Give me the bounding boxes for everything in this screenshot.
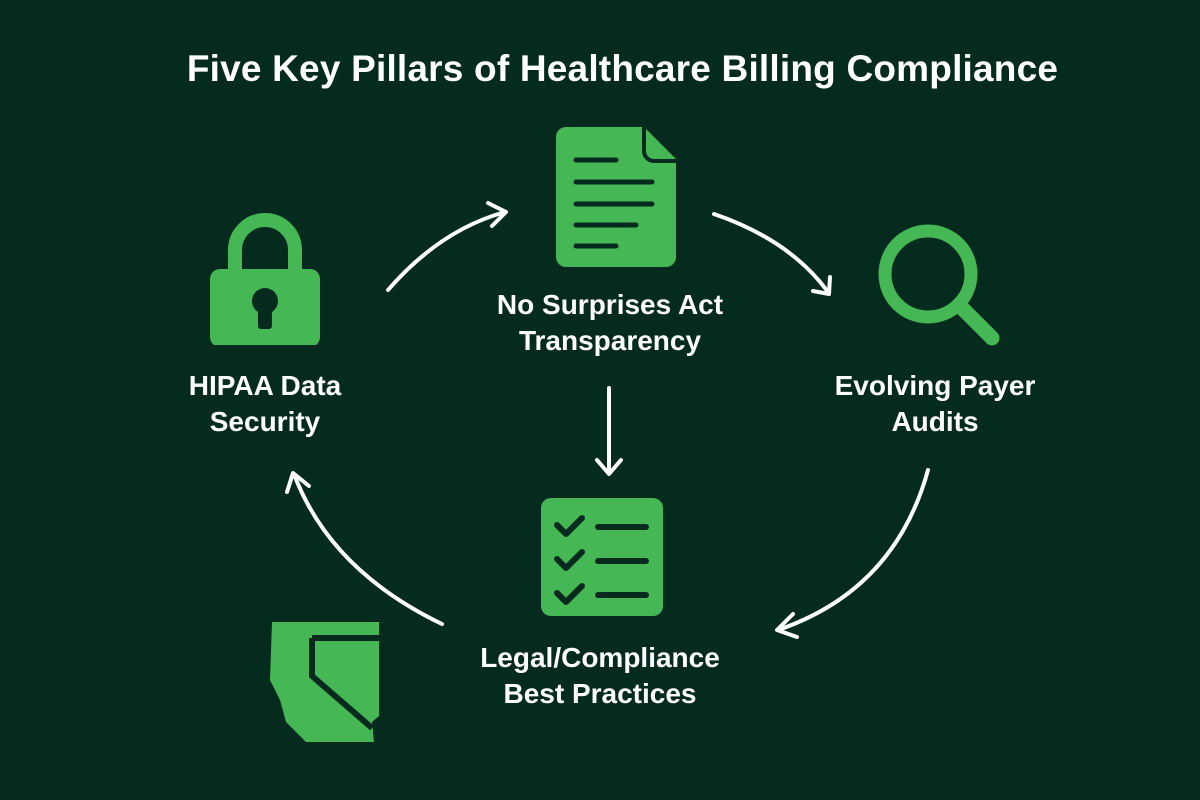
pillar-label-nsa: No Surprises Act Transparency xyxy=(470,287,750,359)
pillar-label-line: No Surprises Act xyxy=(496,289,724,320)
arrow-legal-to-hipaa xyxy=(292,472,444,626)
arrow-audits-to-legal xyxy=(776,468,930,632)
padlock-icon xyxy=(210,213,320,345)
pillar-label-audits: Evolving Payer Audits xyxy=(810,368,1060,440)
pillar-label-line: Transparency xyxy=(518,325,702,356)
document-icon xyxy=(556,127,676,267)
magnifier-icon xyxy=(878,224,1000,346)
diagram-title: Five Key Pillars of Healthcare Billing C… xyxy=(186,48,1059,89)
arrow-hipaa-to-nsa xyxy=(386,210,507,292)
pillar-label-line: Best Practices xyxy=(503,678,697,709)
pillar-label-hipaa: HIPAA Data Security xyxy=(150,368,380,440)
pillar-label-line: Evolving Payer xyxy=(834,370,1036,401)
pillar-label-line: Audits xyxy=(891,406,979,437)
pillar-label-line: Security xyxy=(209,406,321,437)
pillar-label-legal: Legal/Compliance Best Practices xyxy=(450,640,750,712)
pillar-label-line: HIPAA Data xyxy=(188,370,342,401)
state-map-icon xyxy=(270,622,380,742)
arrow-nsa-to-audits xyxy=(712,212,830,294)
checklist-icon xyxy=(541,498,663,616)
pillar-label-line: Legal/Compliance xyxy=(480,642,720,673)
